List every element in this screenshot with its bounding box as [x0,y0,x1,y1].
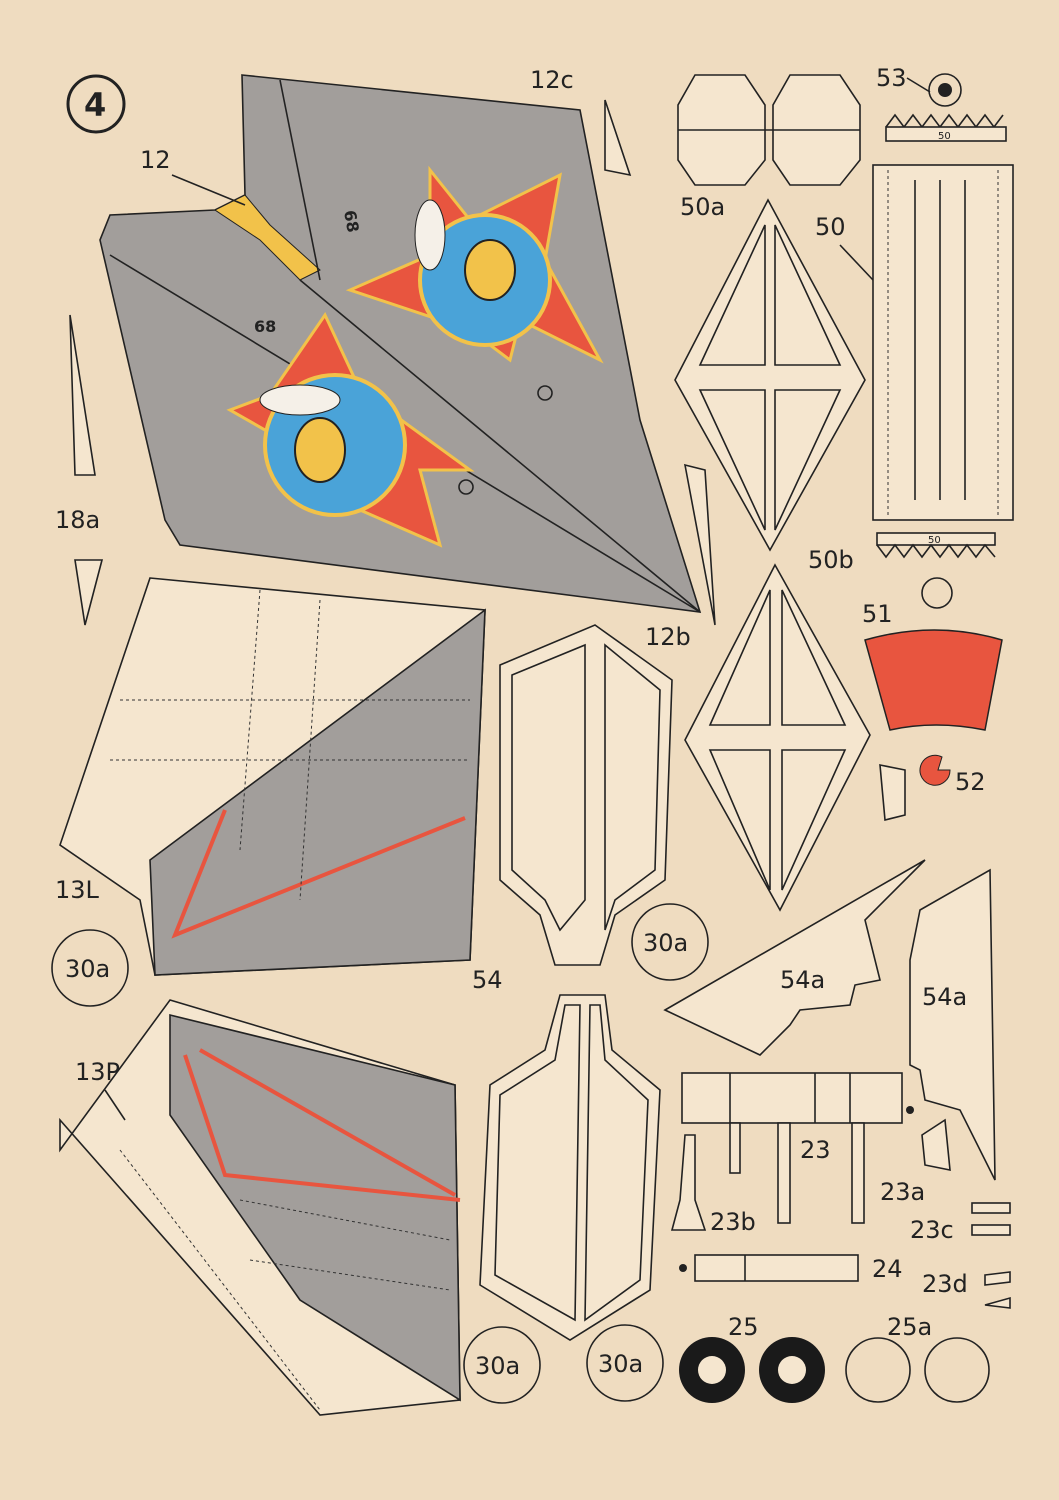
label-23: 23 [800,1136,831,1164]
part-23a [921,1118,951,1171]
part-13P [59,999,461,1416]
label-50a: 50a [680,193,725,221]
svg-text:30a: 30a [643,929,688,957]
part-54-top [499,624,673,966]
wheel-25-left [679,1337,745,1403]
part-18a-top [69,314,96,476]
part-24 [679,1254,859,1282]
label-12: 12 [140,146,171,174]
part-13L [59,577,486,976]
label-23a: 23a [880,1178,925,1206]
svg-text:4: 4 [84,86,106,124]
label-52: 52 [955,768,986,796]
part-25a-left [845,1337,911,1403]
label-53: 53 [876,64,907,92]
label-23b: 23b [710,1208,756,1236]
label-54: 54 [472,966,503,994]
svg-text:68: 68 [254,317,276,336]
part-23b [670,1134,707,1231]
label-18a: 18a [55,506,100,534]
part-30a-1: 30a [51,929,129,1007]
svg-text:30a: 30a [65,955,110,983]
label-12b: 12b [645,623,691,651]
sheet-number: 4 [66,74,126,134]
part-30a-4: 30a [586,1324,664,1402]
part-23c [971,1202,1011,1214]
part-54-bottom [479,994,661,1341]
label-50: 50 [815,213,846,241]
glue-strip-top: 50 [885,113,1007,142]
part-18a-bottom [74,559,104,626]
label-25a: 25a [887,1313,932,1341]
part-toothed [879,764,906,822]
svg-text:30a: 30a [475,1352,520,1380]
part-23d [984,1271,1011,1286]
wasp-wing-icon [414,199,446,271]
part-30a-3: 30a [463,1326,541,1404]
wheel-25-right [759,1337,825,1403]
label-12c: 12c [530,66,574,94]
label-51: 51 [862,600,893,628]
label-13P: 13P [75,1058,120,1086]
part-52 [919,754,951,786]
wing-part-12: 68 68 [99,74,702,613]
part-54a-right [909,868,996,1181]
label-23c: 23c [910,1216,954,1244]
label-54a-right: 54a [922,983,967,1011]
part-50b-bottom [684,563,871,912]
svg-text:50: 50 [928,535,941,546]
part-circle [921,577,953,609]
wasp-wing-icon [259,384,341,416]
part-50 [872,164,1014,521]
svg-text:68: 68 [340,209,363,234]
part-23 [681,1072,903,1224]
label-54a-left: 54a [780,966,825,994]
label-13L: 13L [55,876,100,904]
part-30a-2: 30a [631,903,709,981]
label-23d: 23d [922,1270,968,1298]
part-25a-right [924,1337,990,1403]
part-50b-top [674,198,866,552]
label-24: 24 [872,1255,903,1283]
part-53 [928,73,962,107]
part-54a-left [663,859,926,1056]
svg-text:50: 50 [938,131,951,142]
part-51 [864,629,1003,731]
label-50b: 50b [808,546,854,574]
label-25: 25 [728,1313,759,1341]
svg-text:30a: 30a [598,1350,643,1378]
glue-strip-bottom: 50 [876,532,996,559]
